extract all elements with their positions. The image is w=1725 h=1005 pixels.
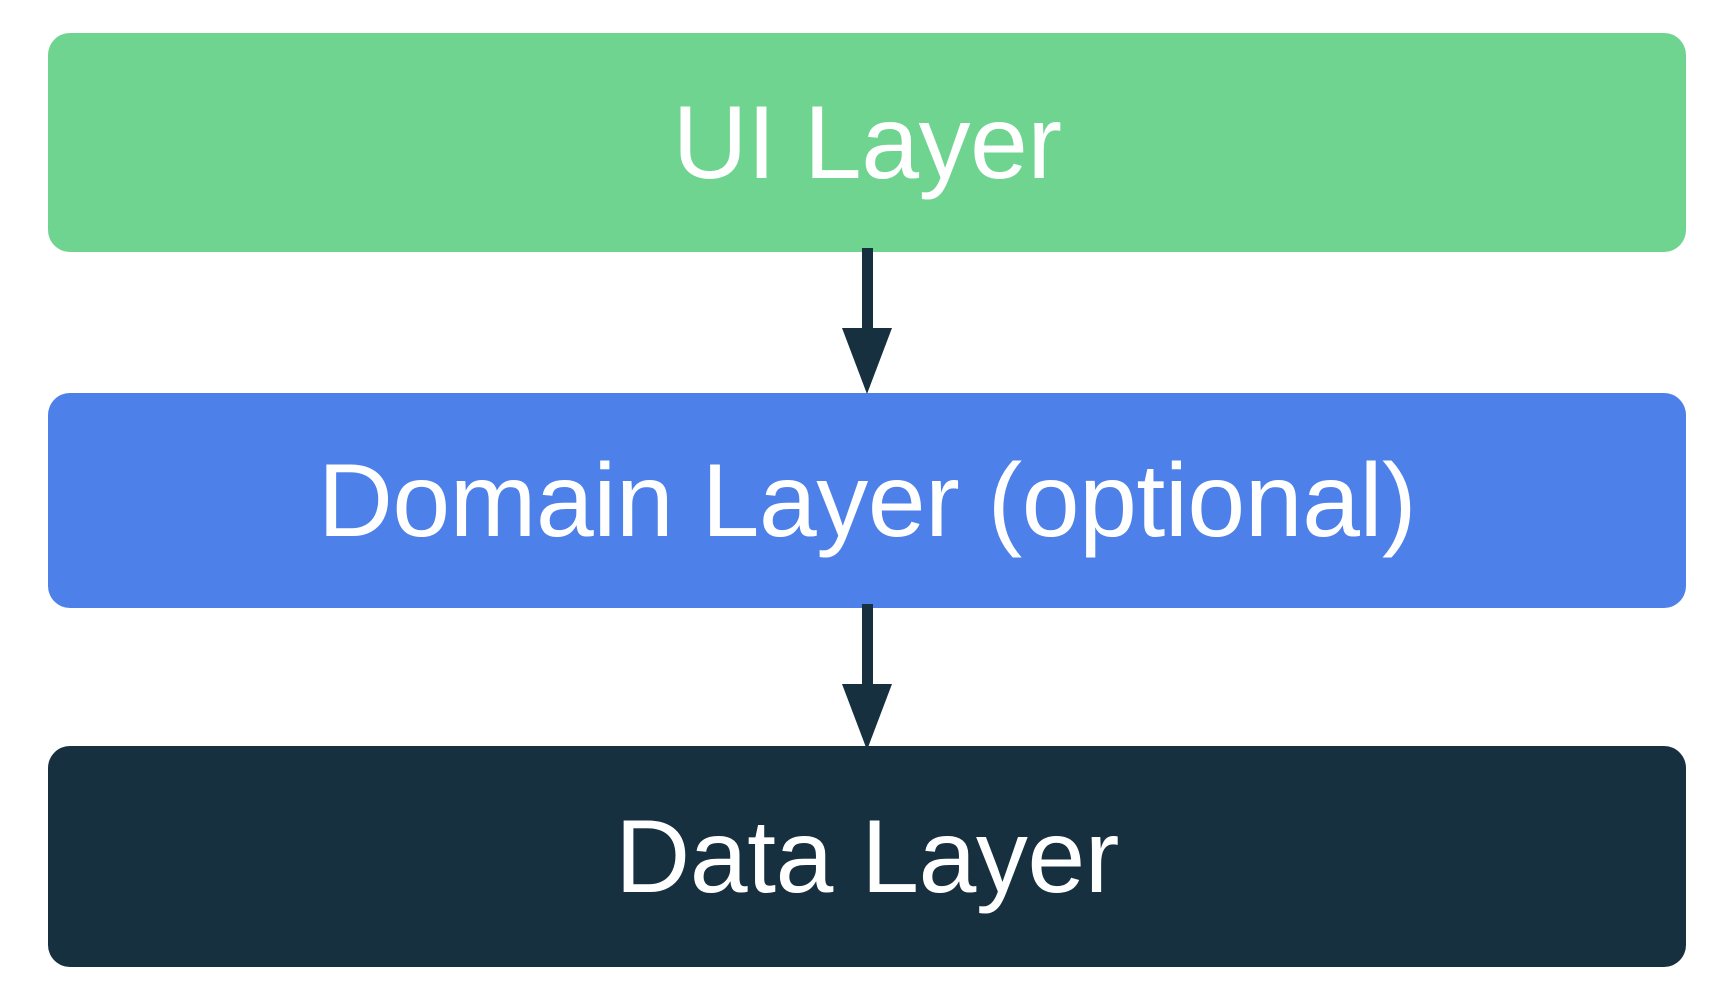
layer-box-domain[interactable]: Domain Layer (optional)	[48, 393, 1686, 608]
layer-label-ui: UI Layer	[672, 84, 1062, 201]
layer-box-ui[interactable]: UI Layer	[48, 33, 1686, 252]
arrow-ui-to-domain	[842, 248, 892, 394]
layer-label-data: Data Layer	[615, 798, 1119, 915]
layer-label-domain: Domain Layer (optional)	[317, 442, 1417, 559]
arrow-domain-to-data	[842, 604, 892, 750]
layer-box-data[interactable]: Data Layer	[48, 746, 1686, 967]
